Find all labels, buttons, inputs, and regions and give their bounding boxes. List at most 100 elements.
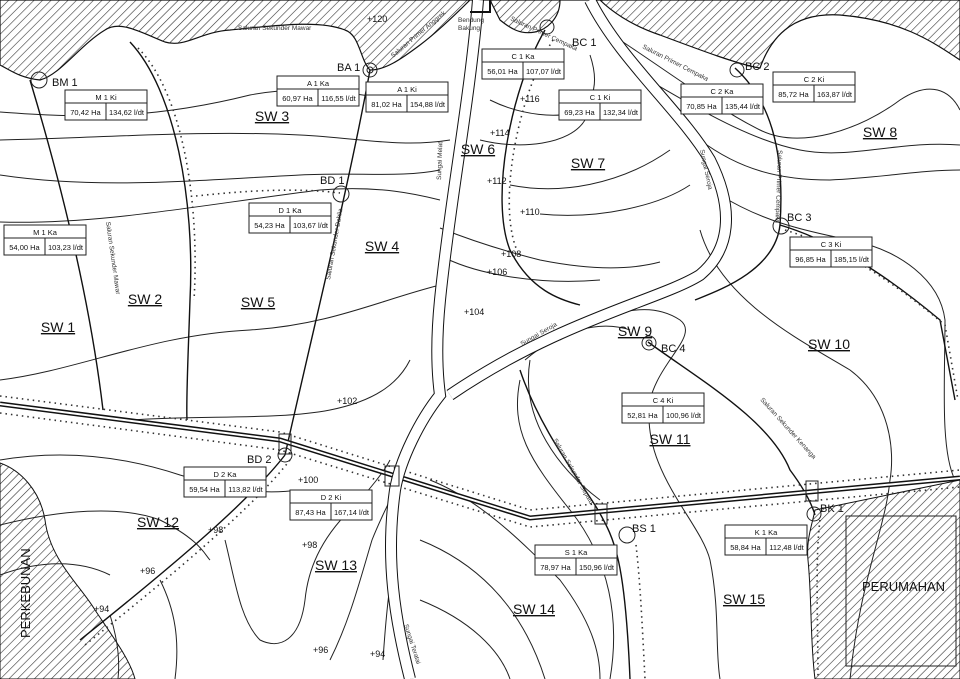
housing-zone-label: PERUMAHAN (862, 579, 945, 594)
tertiary-block-flow: 134,62 l/dt (109, 108, 145, 117)
tertiary-block-name: A 1 Ka (307, 79, 330, 88)
plantation-zone-label: PERKEBUNAN (18, 548, 33, 638)
area-label: SW 3 (255, 108, 289, 124)
elevation-label: +96 (140, 566, 155, 576)
tertiary-block-flow: 107,07 l/dt (526, 67, 562, 76)
area-label: SW 13 (315, 557, 357, 573)
channel-label: Bakung (458, 25, 480, 32)
elevation-label: +112 (487, 176, 507, 186)
elevation-label: +102 (337, 396, 357, 406)
tertiary-block-flow: 112,48 l/dt (769, 543, 804, 552)
tertiary-block-area: 56,01 Ha (487, 67, 518, 76)
area-label: SW 2 (128, 291, 162, 307)
housing-boundary (845, 515, 957, 667)
elevation-label: +114 (490, 128, 510, 138)
tertiary-block-name: C 4 Ki (653, 396, 674, 405)
tertiary-block-name: C 2 Ki (804, 75, 825, 84)
area-label: SW 14 (513, 601, 555, 617)
tertiary-block-name: K 1 Ka (755, 528, 778, 537)
structure-label: BC 3 (787, 212, 811, 224)
tertiary-block-flow: 163,87 l/dt (817, 90, 853, 99)
tertiary-block-flow: 113,82 l/dt (228, 485, 263, 494)
structure-label: BC 4 (661, 343, 685, 355)
channel-label: Saluran Sekunder Sepatu (551, 438, 594, 506)
area-label: SW 9 (618, 323, 652, 339)
tertiary-block-area: 87,43 Ha (295, 508, 326, 517)
tertiary-block-area: 60,97 Ha (282, 94, 313, 103)
tertiary-block-area: 96,85 Ha (795, 255, 826, 264)
contour-lines (0, 39, 960, 679)
tertiary-block-name: D 2 Ki (321, 493, 342, 502)
elevation-label: +116 (520, 94, 540, 104)
elevation-label: +94 (94, 604, 109, 614)
elevation-label: +108 (501, 249, 521, 259)
tertiary-block-area: 70,42 Ha (70, 108, 101, 117)
structure-label: BA 1 (337, 62, 360, 74)
channel-label: Sungai Melati (436, 140, 444, 180)
tertiary-block-flow: 116,55 l/dt (321, 94, 356, 103)
elevation-label: +106 (487, 267, 507, 277)
tertiary-block-area: 52,81 Ha (627, 411, 658, 420)
area-label: SW 8 (863, 124, 897, 140)
structure-label: BC 2 (745, 61, 769, 73)
tertiary-block-area: 58,84 Ha (730, 543, 761, 552)
tertiary-block-flow: 103,67 l/dt (293, 221, 329, 230)
channel-label: Saluran Sekunder Mawar (104, 221, 121, 295)
channel-label: Saluran Sekunder Mawar (238, 25, 312, 32)
area-label: SW 15 (723, 591, 765, 607)
tertiary-block-name: C 1 Ka (512, 52, 536, 61)
tertiary-block-name: D 1 Ka (279, 206, 303, 215)
tertiary-block-flow: 150,96 l/dt (579, 563, 615, 572)
structure-label: BM 1 (52, 77, 78, 89)
structure-label: BS 1 (632, 523, 656, 535)
area-label: SW 11 (650, 431, 691, 447)
structure-symbols (30, 19, 822, 544)
plantation-hatched-area (0, 462, 136, 679)
area-label: SW 7 (571, 155, 605, 171)
hill-hatched-area (0, 0, 960, 81)
structure-label: BD 2 (247, 454, 271, 466)
tertiary-block-flow: 132,34 l/dt (603, 108, 639, 117)
elevation-label: +110 (520, 207, 540, 217)
elevation-label: +98 (208, 525, 223, 535)
tertiary-block-flow: 100,96 l/dt (666, 411, 702, 420)
elevation-label: +120 (367, 14, 387, 24)
tertiary-block-flow: 135,44 l/dt (725, 102, 761, 111)
tertiary-block-area: 85,72 Ha (778, 90, 809, 99)
tertiary-block-area: 54,00 Ha (9, 243, 40, 252)
area-label: SW 6 (461, 141, 495, 157)
structure-label: BK 1 (820, 503, 844, 515)
tertiary-block-area: 81,02 Ha (371, 100, 402, 109)
area-label: SW 5 (241, 294, 275, 310)
channel-label: Bendung (458, 17, 484, 24)
tertiary-block-name: C 3 Ki (821, 240, 842, 249)
tertiary-block-name: D 2 Ka (214, 470, 238, 479)
tertiary-block-name: M 1 Ka (33, 228, 58, 237)
tertiary-block-flow: 103,23 l/dt (48, 243, 84, 252)
elevation-label: +94 (370, 649, 385, 659)
tertiary-block-area: 54,23 Ha (254, 221, 285, 230)
elevation-label: +98 (302, 540, 317, 550)
structure-label: BD 1 (320, 175, 344, 187)
area-label: SW 10 (808, 336, 850, 352)
tertiary-block-area: 78,97 Ha (540, 563, 571, 572)
tertiary-block-flow: 167,14 l/dt (334, 508, 370, 517)
elevation-label: +96 (313, 645, 328, 655)
area-label: SW 4 (365, 238, 399, 254)
tertiary-block-name: M 1 Ki (95, 93, 117, 102)
tertiary-block-name: A 1 Ki (397, 85, 417, 94)
tertiary-block-name: C 2 Ka (711, 87, 735, 96)
elevation-label: +104 (464, 307, 484, 317)
tertiary-block-flow: 185,15 l/dt (834, 255, 870, 264)
tertiary-block-name: S 1 Ka (565, 548, 588, 557)
elevation-label: +100 (298, 475, 318, 485)
structure-label: BC 1 (572, 37, 596, 49)
tertiary-block-name: C 1 Ki (590, 93, 611, 102)
area-label: SW 12 (137, 514, 179, 530)
tertiary-block-flow: 154,88 l/dt (410, 100, 446, 109)
tertiary-block-area: 70,85 Ha (686, 102, 717, 111)
channel-label: Saluran Sekunder Kenanga (759, 397, 818, 461)
